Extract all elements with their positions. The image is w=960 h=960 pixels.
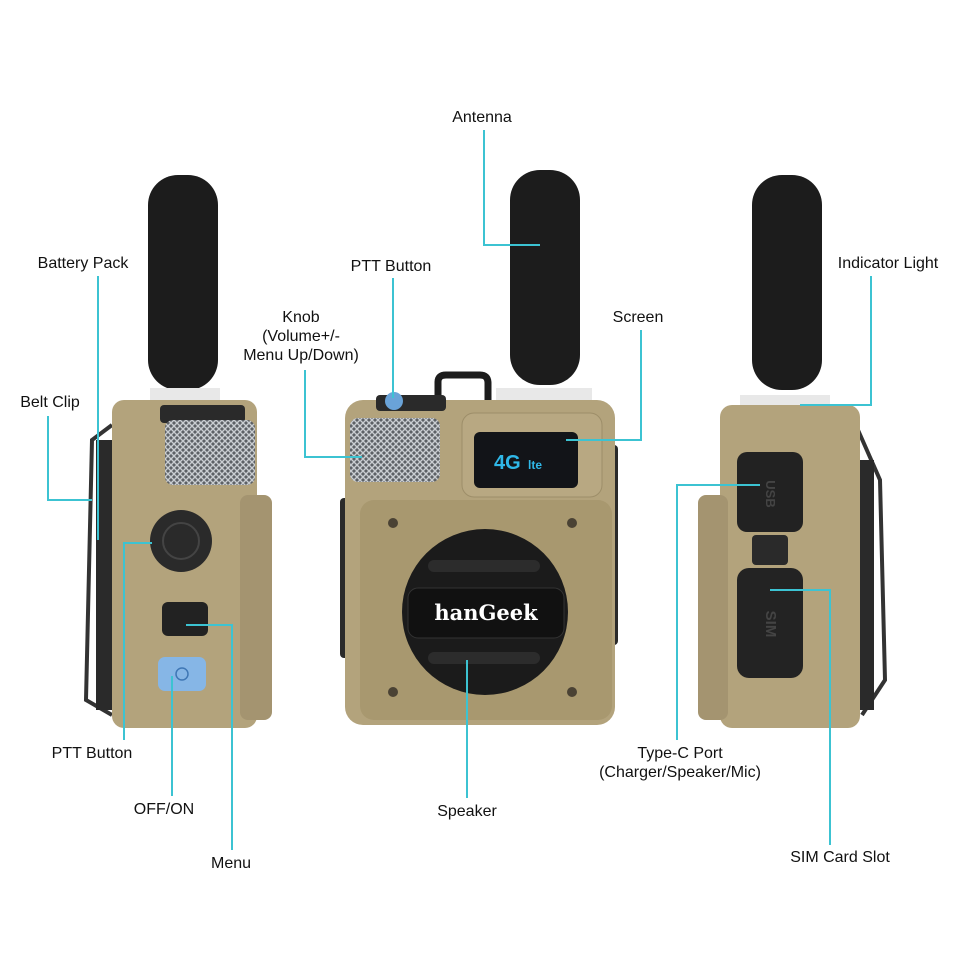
power-button bbox=[158, 657, 206, 691]
label-type-c-port: Type-C Port (Charger/Speaker/Mic) bbox=[599, 744, 761, 782]
label-off-on: OFF/ON bbox=[133, 801, 195, 818]
label-menu: Menu bbox=[210, 855, 252, 872]
antenna bbox=[510, 170, 580, 385]
leader-screen bbox=[566, 330, 642, 441]
screen-subtext: lte bbox=[528, 458, 542, 472]
type-c-port-cover bbox=[737, 452, 803, 532]
leader-sim bbox=[770, 589, 831, 845]
brand-logo: hanGeek bbox=[434, 600, 538, 625]
label-knob-line1: Knob bbox=[282, 309, 320, 326]
label-ptt-button-top: PTT Button bbox=[350, 258, 432, 275]
screen bbox=[474, 432, 578, 488]
ptt-button bbox=[150, 510, 212, 572]
menu-button bbox=[162, 602, 208, 636]
leader-indicator bbox=[800, 276, 872, 406]
knob bbox=[350, 418, 440, 482]
leader-ptt-side bbox=[123, 542, 152, 740]
antenna bbox=[752, 175, 822, 390]
label-ptt-button-side: PTT Button bbox=[51, 745, 133, 762]
label-knob: Knob (Volume+/- Menu Up/Down) bbox=[243, 308, 359, 365]
sim-card-slot-cover bbox=[737, 568, 803, 678]
middle-device-front-view: 4G lte hanGeek bbox=[340, 170, 618, 725]
leader-antenna bbox=[483, 130, 540, 246]
sim-cover-text: SIM bbox=[762, 611, 779, 638]
leader-lines bbox=[47, 130, 872, 850]
label-screen: Screen bbox=[612, 309, 664, 326]
usb-cover-text: USB bbox=[763, 480, 778, 507]
leader-menu bbox=[186, 624, 233, 850]
antenna bbox=[148, 175, 218, 390]
knob bbox=[165, 420, 255, 485]
label-indicator-light: Indicator Light bbox=[837, 255, 939, 272]
label-type-c-line2: (Charger/Speaker/Mic) bbox=[599, 764, 761, 781]
leader-belt-clip bbox=[47, 416, 92, 501]
label-sim-card-slot: SIM Card Slot bbox=[790, 849, 890, 866]
label-antenna: Antenna bbox=[452, 109, 512, 126]
label-type-c-line1: Type-C Port bbox=[637, 745, 723, 762]
label-speaker: Speaker bbox=[437, 803, 497, 820]
label-knob-line2: (Volume+/- bbox=[262, 328, 340, 345]
leader-knob bbox=[304, 370, 362, 458]
screen-text: 4G bbox=[494, 452, 521, 474]
label-knob-line3: Menu Up/Down) bbox=[243, 347, 359, 364]
label-belt-clip: Belt Clip bbox=[20, 394, 80, 411]
left-device-side-view bbox=[83, 175, 272, 728]
leader-type-c bbox=[676, 484, 760, 740]
label-battery-pack: Battery Pack bbox=[37, 255, 129, 272]
